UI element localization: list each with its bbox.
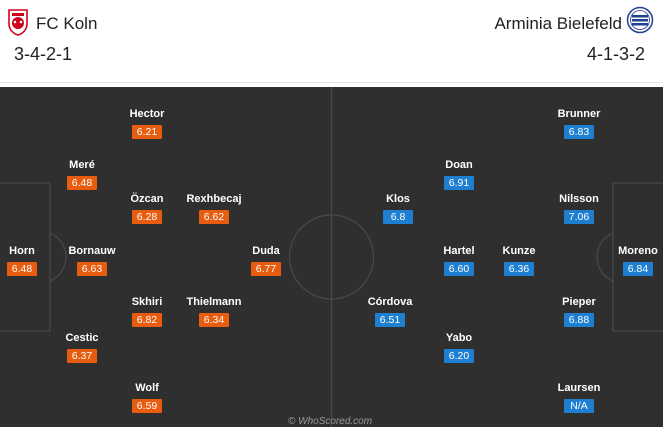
player-rating-badge: 6.63 (77, 262, 107, 276)
player-name: Özcan (130, 193, 164, 205)
player-ozcan[interactable]: Özcan 6.28 (122, 193, 172, 225)
player-rating-badge: 6.34 (199, 313, 229, 327)
pitch-lines (0, 87, 663, 427)
player-name: Moreno (618, 245, 658, 257)
player-rating-badge: 6.77 (251, 262, 281, 276)
player-name: Yabo (445, 332, 473, 344)
player-pieper[interactable]: Pieper 6.88 (550, 296, 608, 328)
player-rating-badge: 6.60 (444, 262, 474, 276)
match-header: FC Koln 3-4-2-1 Arminia Bielefeld 4-1-3-… (0, 0, 663, 83)
player-name: Meré (69, 159, 95, 171)
player-laursen[interactable]: Laursen N/A (550, 382, 608, 414)
player-name: Bornauw (68, 245, 116, 257)
player-rating-badge: 6.20 (444, 349, 474, 363)
player-name: Pieper (562, 296, 596, 308)
player-doan[interactable]: Doan 6.91 (434, 159, 484, 191)
player-rating-badge: 6.28 (132, 210, 162, 224)
player-name: Hector (129, 108, 165, 120)
player-thielmann[interactable]: Thielmann 6.34 (178, 296, 250, 328)
home-formation: 3-4-2-1 (14, 44, 73, 64)
player-name: Córdova (367, 296, 413, 308)
player-nilsson[interactable]: Nilsson 7.06 (550, 193, 608, 225)
player-name: Klos (386, 193, 410, 205)
watermark: © WhoScored.com (288, 416, 373, 427)
player-rating-badge: 6.36 (504, 262, 534, 276)
player-name: Brunner (557, 108, 601, 120)
player-rating-badge: N/A (564, 399, 594, 413)
player-hartel[interactable]: Hartel 6.60 (434, 245, 484, 277)
player-rating-badge: 6.62 (199, 210, 229, 224)
player-cestic[interactable]: Cestic 6.37 (60, 332, 104, 364)
player-wolf[interactable]: Wolf 6.59 (122, 382, 172, 414)
player-skhiri[interactable]: Skhiri 6.82 (122, 296, 172, 328)
player-bornauw[interactable]: Bornauw 6.63 (60, 245, 124, 277)
player-rating-badge: 6.88 (564, 313, 594, 327)
player-name: Horn (9, 245, 35, 257)
player-name: Wolf (135, 382, 159, 394)
player-rating-badge: 6.82 (132, 313, 162, 327)
arminia-bielefeld-crest-icon (626, 6, 654, 34)
player-name: Rexhbecaj (186, 193, 242, 205)
player-kunze[interactable]: Kunze 6.36 (494, 245, 544, 277)
player-name: Duda (252, 245, 280, 257)
player-mere[interactable]: Meré 6.48 (60, 159, 104, 191)
player-name: Thielmann (186, 296, 242, 308)
player-hector[interactable]: Hector 6.21 (122, 108, 172, 140)
player-name: Cestic (65, 332, 99, 344)
player-cordova[interactable]: Córdova 6.51 (364, 296, 416, 328)
pitch: Horn 6.48 Bornauw 6.63 Meré 6.48 Cestic … (0, 87, 663, 427)
player-klos[interactable]: Klos 6.8 (376, 193, 420, 225)
home-team-name[interactable]: FC Koln (36, 14, 98, 33)
player-name: Doan (445, 159, 473, 171)
player-rating-badge: 6.91 (444, 176, 474, 190)
player-rating-badge: 6.21 (132, 125, 162, 139)
player-rating-badge: 6.48 (67, 176, 97, 190)
player-brunner[interactable]: Brunner 6.83 (550, 108, 608, 140)
player-moreno[interactable]: Moreno 6.84 (612, 245, 663, 277)
player-rating-badge: 6.59 (132, 399, 162, 413)
away-formation: 4-1-3-2 (586, 44, 645, 64)
player-rating-badge: 6.84 (623, 262, 653, 276)
player-rating-badge: 6.48 (7, 262, 37, 276)
player-name: Hartel (443, 245, 475, 257)
player-rexhbecaj[interactable]: Rexhbecaj 6.62 (178, 193, 250, 225)
player-rating-badge: 6.51 (375, 313, 405, 327)
player-rating-badge: 6.8 (383, 210, 413, 224)
player-name: Skhiri (131, 296, 163, 308)
player-duda[interactable]: Duda 6.77 (244, 245, 288, 277)
player-name: Kunze (502, 245, 536, 257)
away-team-name[interactable]: Arminia Bielefeld (494, 14, 622, 33)
fc-koln-crest-icon (8, 9, 28, 36)
player-name: Nilsson (559, 193, 599, 205)
player-rating-badge: 6.37 (67, 349, 97, 363)
player-yabo[interactable]: Yabo 6.20 (434, 332, 484, 364)
player-rating-badge: 7.06 (564, 210, 594, 224)
player-rating-badge: 6.83 (564, 125, 594, 139)
player-horn[interactable]: Horn 6.48 (0, 245, 44, 277)
player-name: Laursen (557, 382, 601, 394)
